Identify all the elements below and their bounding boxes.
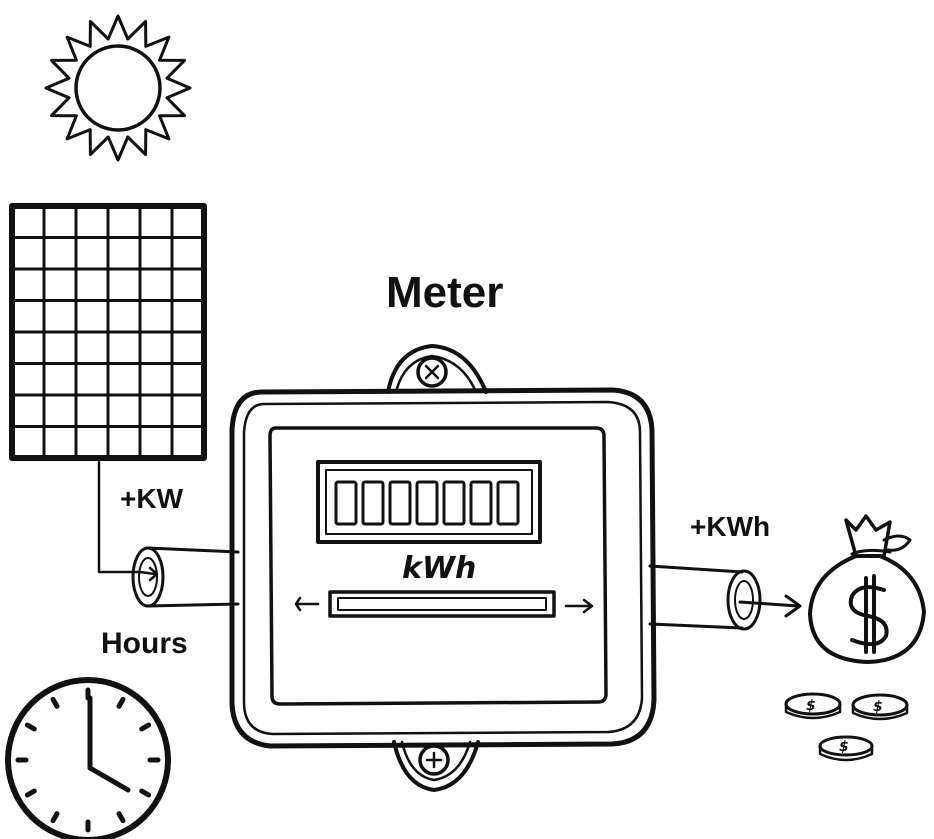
- solar-panel-icon: [9, 203, 207, 461]
- meter-title: Meter: [386, 268, 503, 317]
- meter-unit-label: kWh: [402, 551, 476, 586]
- clock-icon: [5, 677, 171, 839]
- power-label: +KW: [120, 483, 184, 514]
- time-label: Hours: [101, 627, 188, 660]
- output-pipe: [648, 564, 802, 631]
- energy-label: +KWh: [690, 511, 770, 542]
- svg-text:$: $: [839, 739, 849, 755]
- svg-text:$: $: [873, 699, 883, 715]
- panel-wire: [97, 460, 142, 574]
- sun-icon: [44, 14, 192, 162]
- coin-icon: $ $ $: [784, 692, 909, 762]
- svg-text:$: $: [806, 698, 816, 714]
- input-pipe: [131, 546, 240, 608]
- electric-meter-icon: kWh: [229, 344, 657, 792]
- money-bag-icon: [808, 514, 926, 664]
